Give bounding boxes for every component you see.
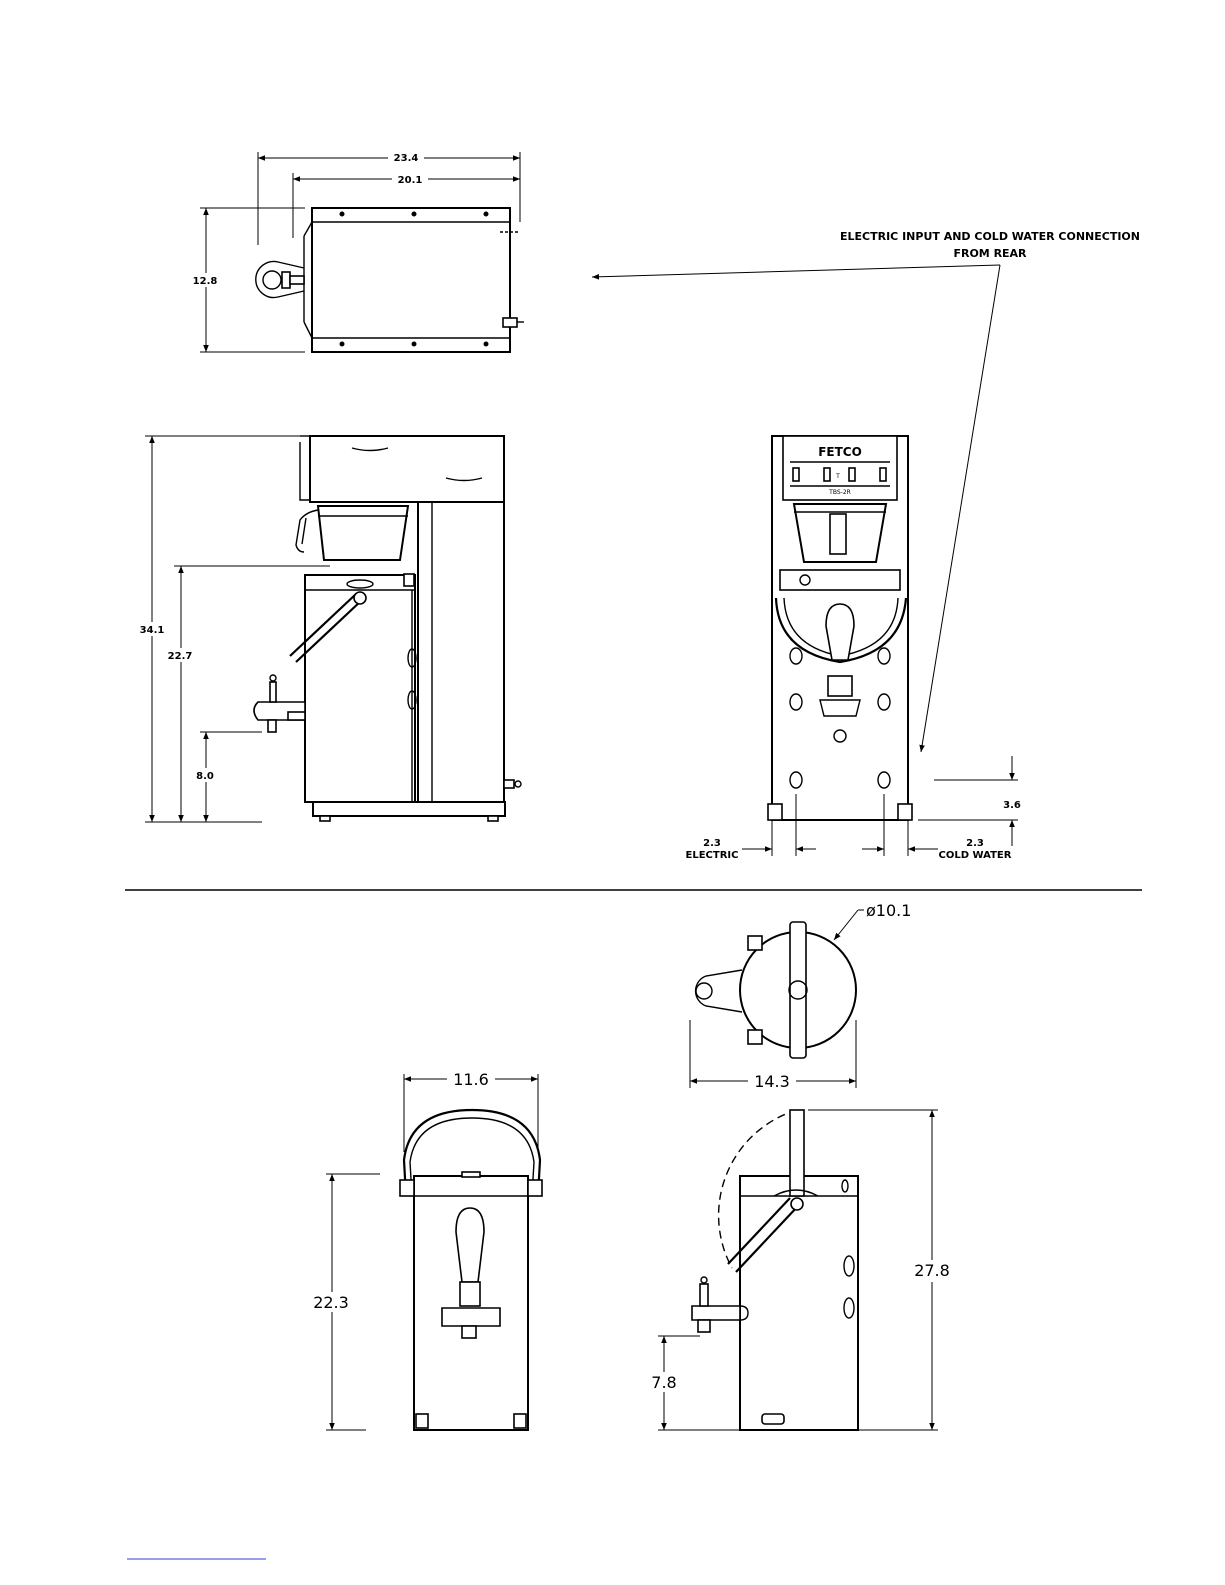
- dim-label-overall-width: 23.4: [394, 153, 419, 164]
- airpot-top-view: ø10.1 14.3: [690, 901, 911, 1091]
- dim-line-diameter: [834, 910, 858, 940]
- dim-label-water-offset: 2.3: [966, 838, 984, 849]
- dim-label-electric-offset: 2.3: [703, 838, 721, 849]
- brewer-front-view: FETCO T TBS-2R 3.6: [686, 436, 1021, 861]
- dim-label-total-height: 34.1: [140, 625, 165, 636]
- brewer-head: [310, 436, 504, 502]
- note-line-1: ELECTRIC INPUT AND COLD WATER CONNECTION: [840, 230, 1140, 243]
- airpot-side-body: [740, 1176, 858, 1430]
- brewer-top-body: [312, 208, 510, 352]
- dim-label-depth: 12.8: [193, 276, 218, 287]
- airpot-front-view: 11.6 22.3: [308, 1070, 542, 1430]
- dim-label-diameter: ø10.1: [866, 901, 911, 920]
- label-cold-water: COLD WATER: [939, 850, 1012, 861]
- note-line-2: FROM REAR: [953, 247, 1027, 260]
- airpot-top-handle: [790, 922, 806, 1058]
- label-electric: ELECTRIC: [686, 850, 739, 861]
- dim-label-front-height: 22.3: [313, 1293, 349, 1312]
- dim-label-brew-height: 22.7: [168, 651, 193, 662]
- dim-label-side-spout-height: 7.8: [651, 1373, 676, 1392]
- airpot-side-handle-up: [790, 1110, 804, 1196]
- svg-text:T: T: [835, 473, 840, 480]
- dim-label-side-height: 27.8: [914, 1261, 950, 1280]
- brewer-side-view: 34.1 22.7 8.0: [136, 436, 521, 822]
- note-arrow-front: [921, 265, 1000, 752]
- side-airpot: [305, 575, 415, 802]
- brewer-top-view: 23.4 20.1 12.8: [190, 150, 524, 352]
- airpot-side-view: 27.8 7.8: [646, 1110, 954, 1430]
- dim-label-spout-height: 8.0: [196, 771, 214, 782]
- dim-label-front-width: 11.6: [453, 1070, 489, 1089]
- dim-label-top-width: 14.3: [754, 1072, 790, 1091]
- dim-label-connection-height: 3.6: [1003, 800, 1021, 811]
- brand-logo: FETCO: [818, 445, 862, 459]
- dim-label-body-width: 20.1: [398, 175, 423, 186]
- model-label: TBS-2R: [828, 489, 851, 496]
- brew-basket: [318, 506, 408, 560]
- brewer-column: [418, 502, 504, 802]
- note-arrow-top: [592, 265, 1000, 277]
- side-base: [313, 802, 505, 816]
